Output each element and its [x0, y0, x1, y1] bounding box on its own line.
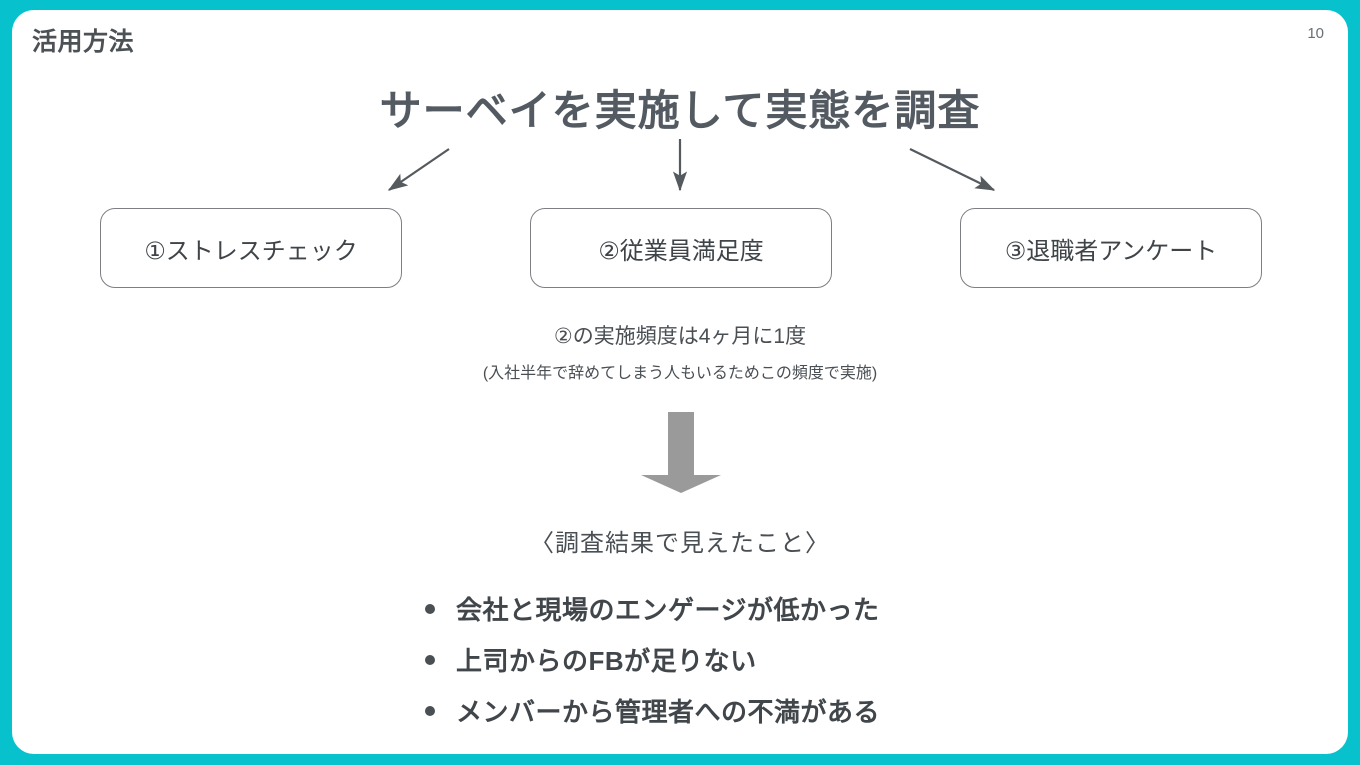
- option-box-exit-survey[interactable]: ③退職者アンケート: [960, 208, 1262, 288]
- bullet-dot-icon: [425, 705, 435, 716]
- note-frequency: ②の実施頻度は4ヶ月に1度: [553, 325, 807, 348]
- option-box-label: ①ストレスチェック: [144, 237, 358, 265]
- bullet-dot-icon: [425, 654, 435, 665]
- list-item: 会社と現場のエンゲージが低かった: [12, 583, 1348, 634]
- bullet-dot-icon: [425, 603, 435, 614]
- slide-content-area: 活用方法 10 サーベイを実施して実態を調査 ①ストレスチェック ②従業員満足度: [12, 10, 1348, 754]
- main-heading: サーベイを実施して実態を調査: [379, 87, 981, 134]
- arrow-down-left-icon: [387, 148, 450, 191]
- page-title: 活用方法: [32, 28, 135, 56]
- finding-text: 上司からのFBが足りない: [456, 646, 757, 676]
- option-box-stress-check[interactable]: ①ストレスチェック: [100, 208, 402, 288]
- option-box-label: ②従業員満足度: [598, 237, 764, 265]
- findings-list: 会社と現場のエンゲージが低かった 上司からのFBが足りない メンバーから管理者へ…: [12, 583, 1348, 736]
- block-arrow-down-icon: [641, 412, 721, 493]
- list-item: メンバーから管理者への不満がある: [12, 685, 1348, 736]
- arrow-down-right-icon: [909, 148, 996, 191]
- option-box-label: ③退職者アンケート: [1004, 237, 1218, 265]
- finding-text: メンバーから管理者への不満がある: [456, 697, 881, 727]
- note-frequency-reason: (入社半年で辞めてしまう人もいるためこの頻度で実施): [482, 365, 878, 382]
- page-number: 10: [1307, 25, 1324, 42]
- results-heading: 〈調査結果で見えたこと〉: [530, 530, 830, 557]
- list-item: 上司からのFBが足りない: [12, 634, 1348, 685]
- finding-text: 会社と現場のエンゲージが低かった: [456, 595, 880, 625]
- option-box-employee-satisfaction[interactable]: ②従業員満足度: [530, 208, 832, 288]
